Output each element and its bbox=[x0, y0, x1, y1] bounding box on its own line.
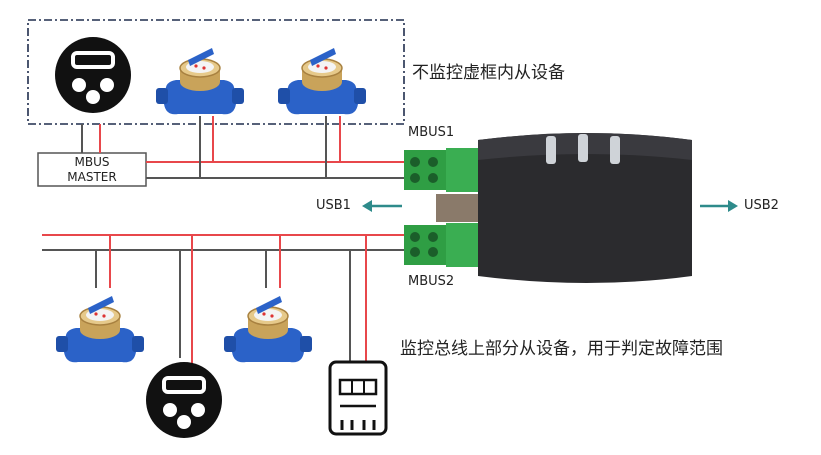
usb1-connector bbox=[436, 194, 480, 222]
master-label-line1: MBUS bbox=[74, 155, 110, 169]
usb2-label: USB2 bbox=[744, 198, 779, 213]
water-meter-icon bbox=[277, 47, 367, 116]
mbus1-wires bbox=[81, 116, 420, 179]
usb1-label: USB1 bbox=[316, 198, 351, 213]
mbus-master-box bbox=[37, 152, 147, 187]
note-monitored: 监控总线上部分从设备，用于判定故障范围 bbox=[400, 339, 723, 359]
heat-meter-icon bbox=[53, 35, 133, 115]
note-not-monitored: 不监控虚框内从设备 bbox=[412, 63, 565, 83]
usb-arrow-icon bbox=[700, 200, 738, 212]
mbus-monitor-device bbox=[478, 133, 692, 283]
water-meter-icon bbox=[223, 295, 313, 364]
mbus-master-label: MBUS MASTER bbox=[38, 155, 146, 185]
mbus2-terminal bbox=[404, 223, 480, 267]
water-meter-icon bbox=[55, 295, 145, 364]
water-meter-icon bbox=[155, 47, 245, 116]
mbus1-terminal bbox=[404, 148, 480, 192]
usb-arrow-icon bbox=[362, 200, 402, 212]
heat-meter-icon bbox=[144, 360, 224, 440]
electric-meter-icon bbox=[328, 360, 388, 436]
master-label-line2: MASTER bbox=[67, 170, 117, 184]
mbus2-label: MBUS2 bbox=[408, 274, 455, 289]
excluded-devices-box bbox=[27, 19, 405, 125]
mbus2-wires bbox=[42, 234, 420, 368]
mbus1-label: MBUS1 bbox=[408, 125, 455, 140]
